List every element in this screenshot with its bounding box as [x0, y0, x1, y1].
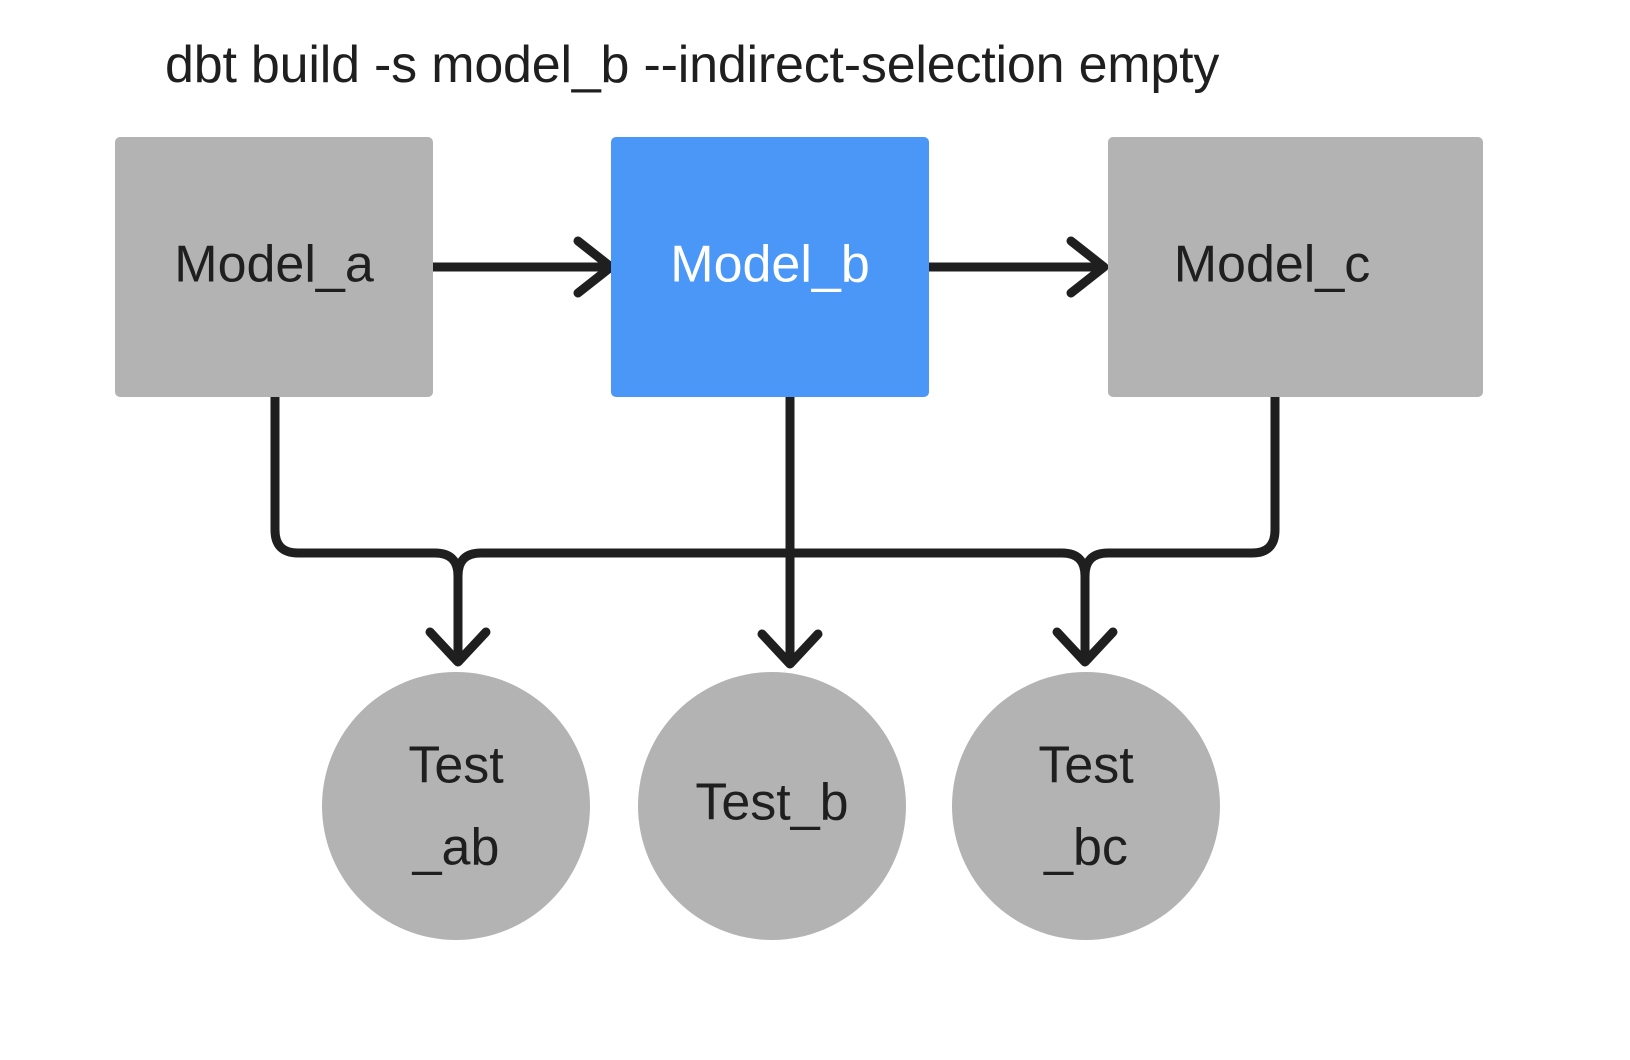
node-test-bc[interactable]: Test _bc: [952, 672, 1220, 940]
node-model-a-label: Model_a: [174, 236, 374, 294]
edge-model-b-to-test-b: [757, 397, 823, 669]
node-model-b-label: Model_b: [670, 236, 869, 294]
node-test-b-shape[interactable]: [638, 672, 906, 940]
node-test-bc-label-line1: Test: [1038, 737, 1134, 795]
node-test-ab-label-line2: _ab: [412, 819, 500, 877]
edge-model-a-to-model-b: [433, 236, 616, 298]
node-test-bc-shape[interactable]: [952, 672, 1220, 940]
node-model-b[interactable]: Model_b: [611, 137, 929, 397]
edge-model-b-to-test-ab: [453, 548, 790, 577]
node-model-a[interactable]: Model_a: [115, 137, 433, 397]
node-test-bc-label-line2: _bc: [1043, 819, 1128, 877]
edge-model-b-to-test-bc: [790, 548, 1118, 667]
node-model-c[interactable]: Model_c: [1108, 137, 1483, 397]
edge-model-a-to-test-ab: [270, 397, 491, 667]
node-test-b[interactable]: Test_b: [638, 672, 906, 940]
node-test-b-label-line1: Test_b: [695, 774, 848, 832]
node-test-ab-label-line1: Test: [408, 737, 504, 795]
edge-model-c-to-test-bc: [1080, 397, 1280, 577]
edge-model-b-to-model-c: [929, 236, 1109, 298]
node-model-c-shape[interactable]: [1108, 137, 1483, 397]
model-nodes-layer: Model_a Model_b Model_c: [115, 137, 1483, 397]
node-test-ab-shape[interactable]: [322, 672, 590, 940]
node-test-ab[interactable]: Test _ab: [322, 672, 590, 940]
test-nodes-layer: Test _ab Test_b Test _bc: [322, 672, 1220, 940]
node-model-c-label: Model_c: [1174, 236, 1371, 294]
node-model-a-shape[interactable]: [115, 137, 433, 397]
edge-layer: [270, 236, 1280, 669]
node-model-b-shape[interactable]: [611, 137, 929, 397]
page-title: dbt build -s model_b --indirect-selectio…: [165, 36, 1219, 94]
